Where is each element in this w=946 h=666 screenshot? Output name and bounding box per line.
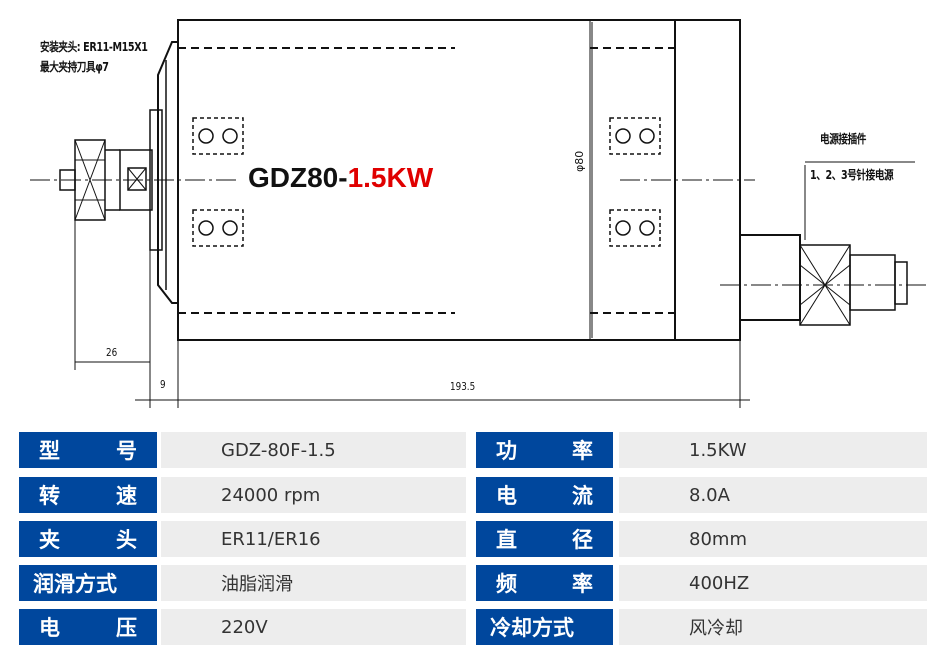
connector-label: 电源接插件	[820, 132, 867, 146]
spec-label: 型号	[19, 432, 157, 468]
dim-9: 9	[160, 378, 166, 391]
spec-value: 1.5KW	[619, 432, 927, 468]
max-tool-note: 最大夹持刀具φ7	[40, 60, 109, 74]
spec-label: 转速	[19, 477, 157, 513]
spec-label-text: 径	[572, 528, 593, 552]
spec-label-text: 功	[496, 439, 517, 463]
spec-label-text: 流	[572, 484, 593, 508]
spec-value: 80mm	[619, 521, 927, 557]
spec-label-text: 型	[39, 439, 60, 463]
spec-label-text: 头	[116, 528, 137, 552]
spec-label: 直径	[476, 521, 613, 557]
spec-label: 电压	[19, 609, 157, 645]
dim-26: 26	[106, 346, 118, 359]
spec-value: 400HZ	[619, 565, 927, 601]
spec-value: 8.0A	[619, 477, 927, 513]
spindle-technical-drawing	[30, 19, 930, 408]
spec-label: 夹头	[19, 521, 157, 557]
spec-label: 频率	[476, 565, 613, 601]
product-title: GDZ80-1.5KW	[248, 162, 433, 194]
spec-label-text: 压	[116, 616, 137, 640]
spec-value: 风冷却	[619, 609, 927, 645]
spec-label-text: 率	[572, 439, 593, 463]
title-model: GDZ80-	[248, 162, 348, 193]
spec-label-text: 号	[116, 439, 137, 463]
spec-label-text: 夹	[39, 528, 60, 552]
collet-note: 安装夹头: ER11-M15X1	[40, 40, 148, 54]
spec-label-text: 率	[572, 572, 593, 596]
spec-label-text: 直	[496, 528, 517, 552]
spec-value: ER11/ER16	[161, 521, 466, 557]
connector-note: 1、2、3号针接电源	[810, 168, 894, 182]
spec-label-text: 电	[39, 616, 60, 640]
spec-label-text: 电	[496, 484, 517, 508]
spec-label: 电流	[476, 477, 613, 513]
spec-value: 220V	[161, 609, 466, 645]
spec-value: 油脂润滑	[161, 565, 466, 601]
spec-value: GDZ-80F-1.5	[161, 432, 466, 468]
dim-diameter: φ80	[573, 150, 586, 172]
spec-label: 冷却方式	[476, 609, 613, 645]
spec-label-text: 频	[496, 572, 517, 596]
spec-label-text: 速	[116, 484, 137, 508]
dim-193: 193.5	[450, 380, 476, 393]
spec-label: 功率	[476, 432, 613, 468]
title-power: 1.5KW	[347, 162, 434, 193]
spec-label-text: 冷却方式	[490, 616, 574, 640]
spec-value: 24000 rpm	[161, 477, 466, 513]
spec-label-text: 转	[39, 484, 60, 508]
spec-label-text: 润滑方式	[33, 572, 117, 596]
spec-label: 润滑方式	[19, 565, 157, 601]
